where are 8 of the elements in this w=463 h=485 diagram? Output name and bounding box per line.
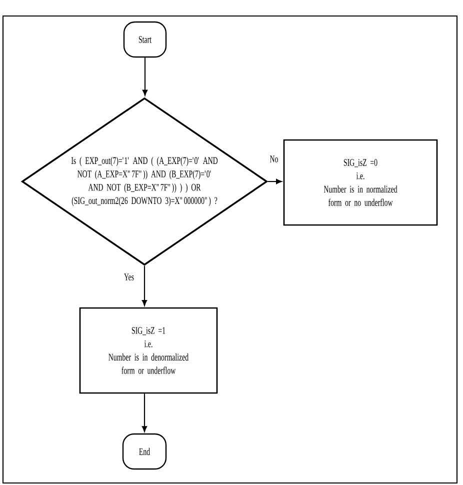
process-box: SIG_isZ =0 i.e. Number is in normalized form or no underflow [283, 139, 438, 226]
edge-label: Yes [122, 272, 136, 282]
arrow [268, 178, 282, 184]
arrow [142, 266, 148, 306]
edge-label: No [268, 154, 280, 164]
arrow [142, 58, 148, 96]
arrow [142, 394, 148, 432]
process-box: SIG_isZ =1 i.e. Number is in denormalized form or underflow [79, 307, 218, 394]
